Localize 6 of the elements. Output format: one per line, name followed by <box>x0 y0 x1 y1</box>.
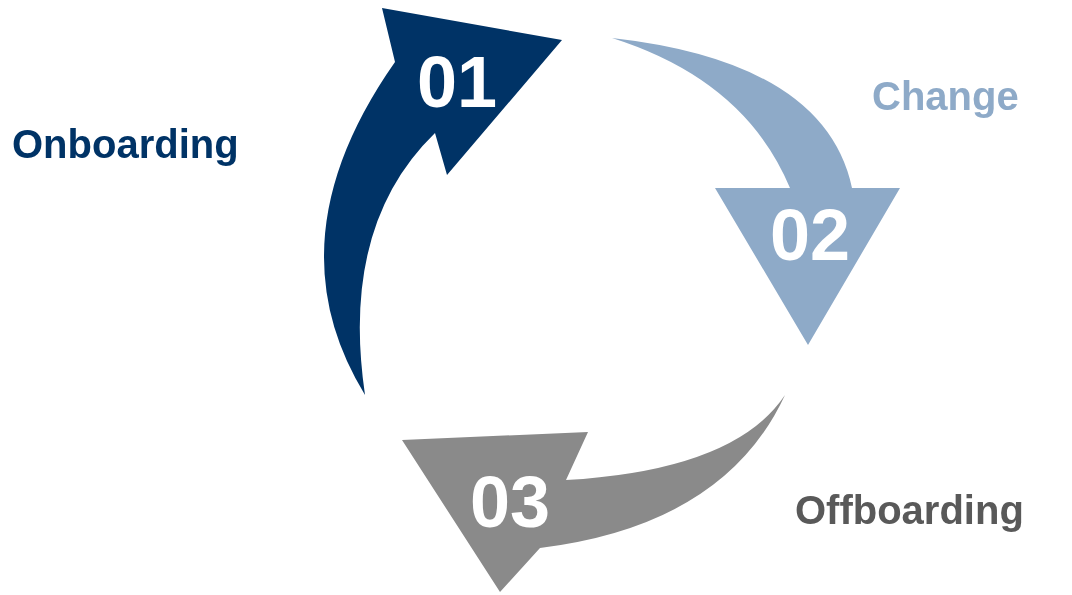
stage-label: Change <box>872 76 1019 116</box>
stage-label: Onboarding <box>12 124 239 164</box>
step-number: 01 <box>416 46 498 118</box>
stage-label: Offboarding <box>795 490 1024 530</box>
step-number: 02 <box>769 199 851 271</box>
step-number: 03 <box>469 466 551 538</box>
